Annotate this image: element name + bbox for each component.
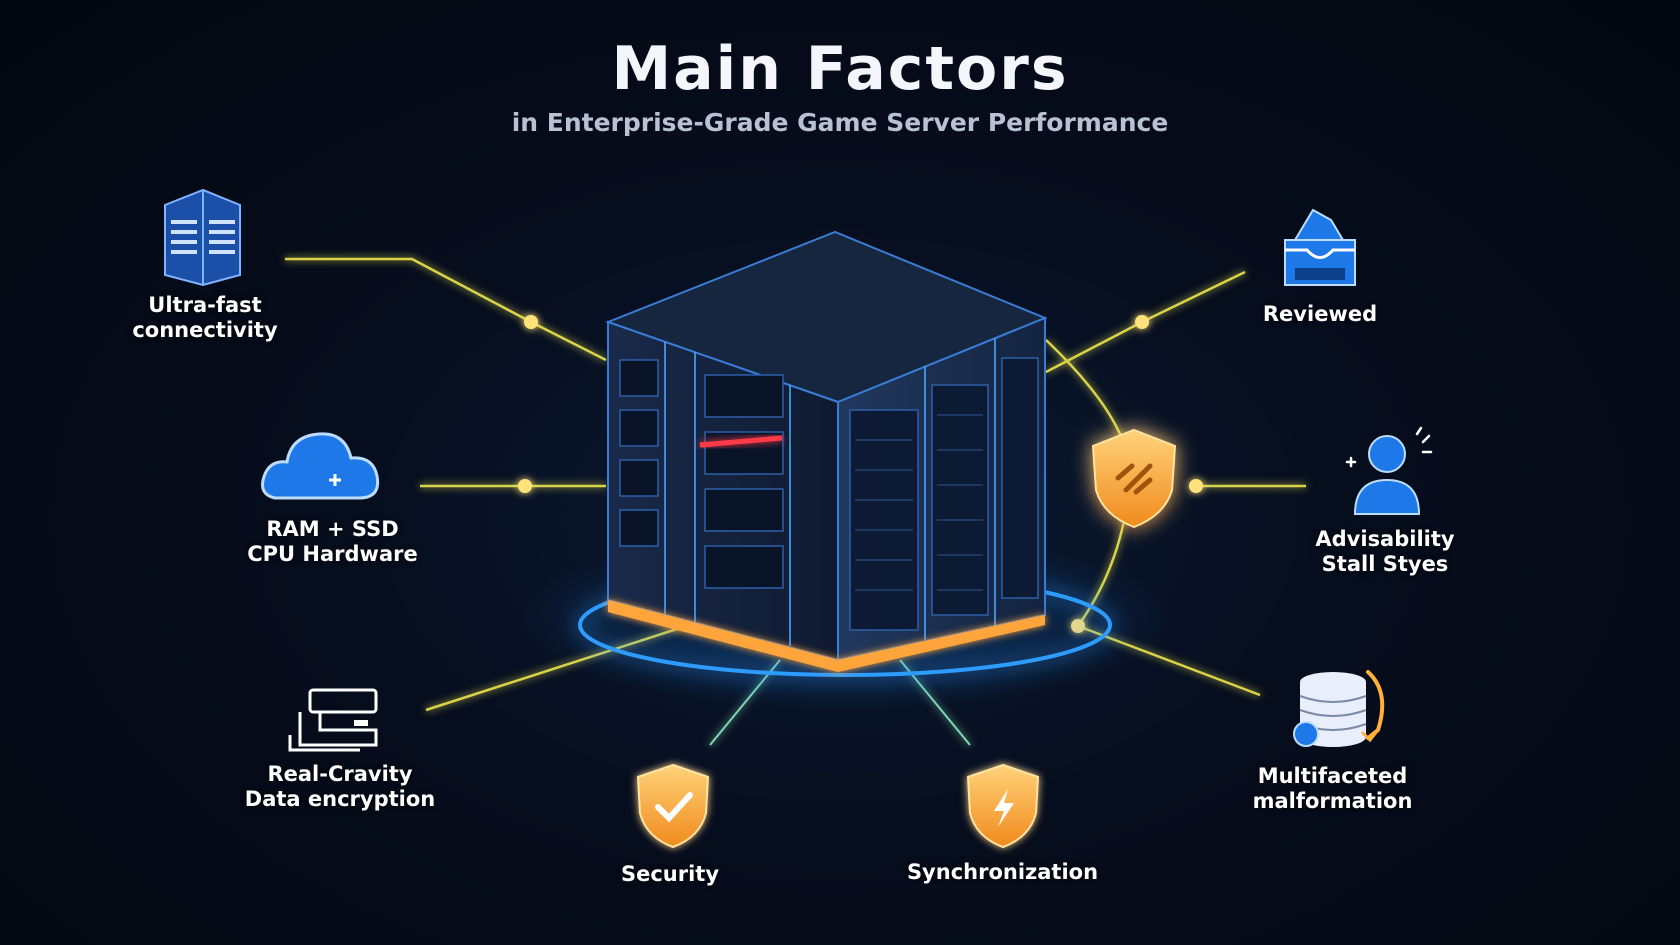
node-ultra-fast [524,315,538,329]
node-reviewed [1135,315,1149,329]
label-synchronization: Synchronization [906,860,1099,884]
server-cube [605,230,1048,672]
label-ultra-fast: Ultra-fast connectivity [132,293,278,342]
label-multifaceted: Multifaceted malformation [1252,764,1413,813]
server-tower-icon [164,188,241,287]
shield-bolt-icon [966,763,1040,849]
central-shield-icon [1091,428,1177,529]
label-reviewed: Reviewed [1262,302,1378,326]
label-ram-ssd: RAM + SSD CPU Hardware [247,517,418,566]
cloud-icon [261,432,380,500]
server-base-glow [608,600,1045,672]
label-advisability: Advisability Stall Styes [1315,527,1455,576]
inbox-tray-icon [1284,208,1356,286]
shield-check-icon [636,763,710,849]
connector-ultra-fast [285,257,607,362]
user-icon [1345,426,1433,515]
status-light-red [699,435,783,448]
node-ram-ssd [518,479,532,493]
label-real-cravity: Real-Cravity Data encryption [244,762,436,811]
network-device-icon [288,688,378,752]
page-subtitle: in Enterprise-Grade Game Server Performa… [511,108,1169,137]
label-security: Security [620,862,720,886]
node-advisability [1189,479,1203,493]
database-sync-icon [1293,670,1385,747]
page-title: Main Factors [611,34,1069,104]
